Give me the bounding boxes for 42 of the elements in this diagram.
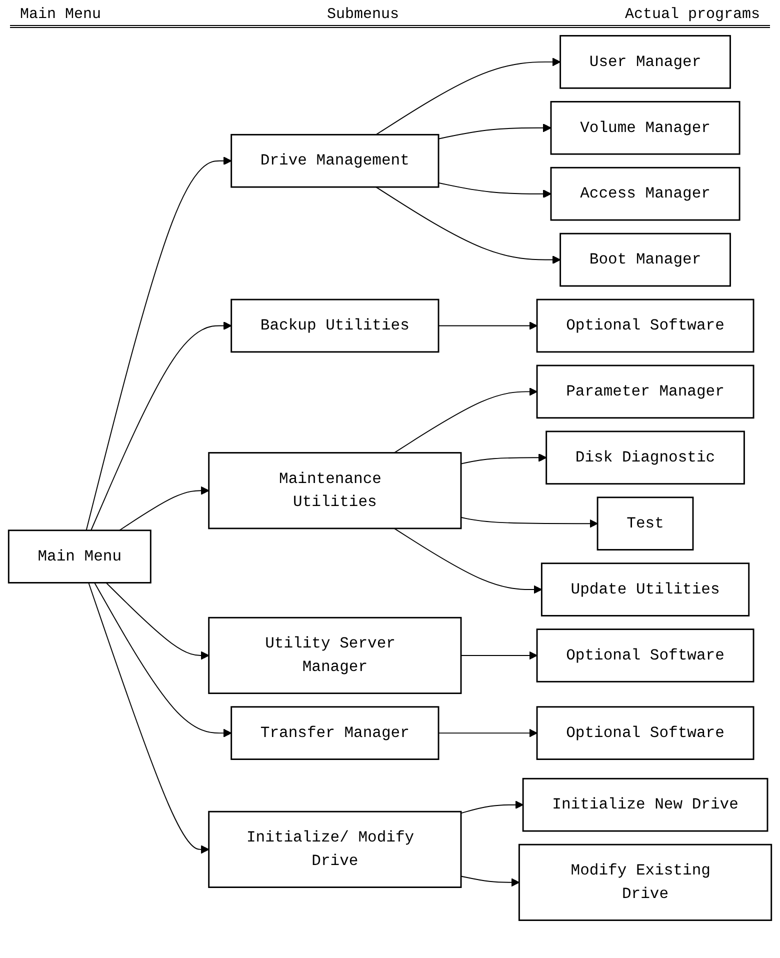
node-box: Initialize/ Modify Drive: [208, 810, 462, 888]
node-box: Optional Software: [536, 628, 754, 682]
arrow: [118, 486, 210, 531]
arrow: [394, 528, 542, 594]
arrow: [376, 186, 561, 264]
node-box: User Manager: [560, 35, 731, 89]
column-heading: Submenus: [326, 6, 399, 23]
arrow: [106, 582, 210, 660]
node-box: Utility Server Manager: [208, 616, 462, 694]
arrow: [460, 453, 547, 464]
arrow: [438, 124, 552, 140]
arrow: [460, 876, 520, 887]
node-box: Modify Existing Drive: [518, 844, 772, 921]
node-box: Optional Software: [536, 298, 754, 353]
node-box: Test: [596, 496, 694, 550]
node-box: Initialize New Drive: [522, 778, 768, 832]
node-box: Access Manager: [550, 166, 740, 221]
arrow: [438, 321, 538, 330]
arrow: [90, 321, 232, 531]
node-box: Transfer Manager: [230, 706, 440, 760]
arrow: [460, 800, 524, 814]
arrow: [460, 516, 598, 528]
node-box: Maintenance Utilities: [208, 452, 462, 530]
node-box: Parameter Manager: [536, 364, 754, 419]
column-heading: Main Menu: [20, 6, 102, 23]
column-heading: Actual programs: [624, 6, 760, 23]
node-box: Volume Manager: [550, 100, 740, 155]
node-box: Backup Utilities: [230, 298, 440, 353]
node-box: Update Utilities: [540, 562, 750, 616]
arrow: [394, 387, 538, 454]
node-box: Main Menu: [8, 530, 152, 584]
arrow: [460, 651, 538, 660]
arrow: [438, 182, 552, 198]
node-box: Disk Diagnostic: [546, 430, 745, 485]
node-box: Boot Manager: [560, 232, 731, 287]
arrow: [376, 58, 561, 136]
arrow: [438, 728, 538, 738]
arrow: [94, 582, 232, 738]
arrow: [88, 582, 210, 854]
arrow: [86, 156, 232, 531]
node-box: Optional Software: [536, 706, 754, 760]
node-box: Drive Management: [230, 134, 440, 188]
